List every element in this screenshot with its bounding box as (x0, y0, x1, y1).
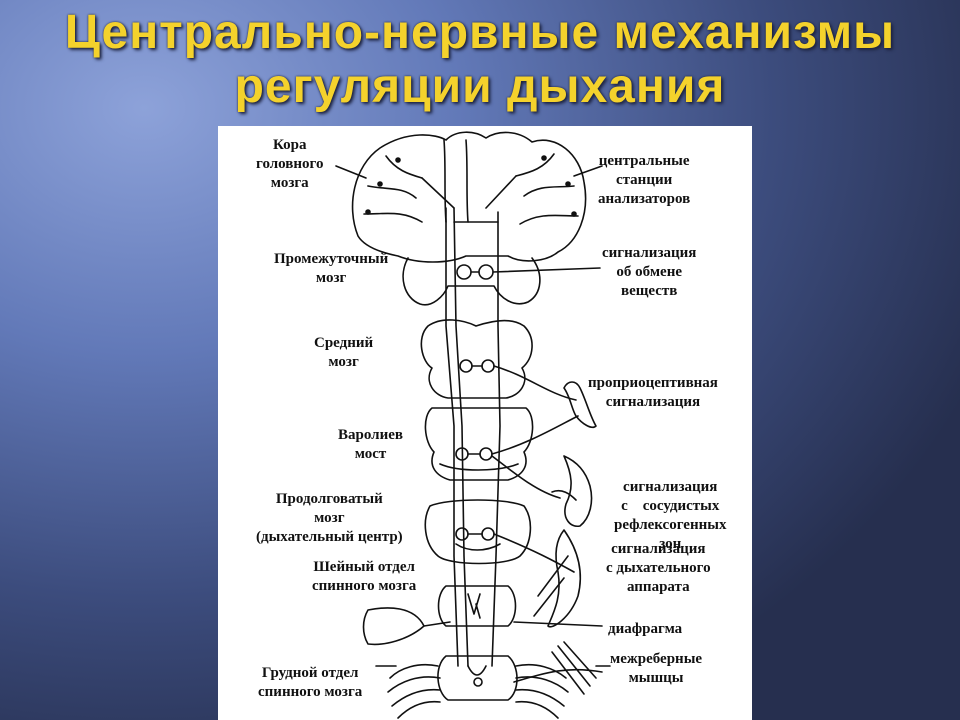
ascending-pathway (491, 211, 501, 667)
pons-shape (424, 407, 534, 481)
respiratory-signal-path (493, 533, 575, 573)
midbrain-nucleus-left (459, 359, 473, 373)
slide-title-line-2: регуляции дыхания (234, 60, 726, 113)
leader-analyzers (573, 165, 603, 177)
ribs-right (515, 663, 569, 719)
diencephalon-nucleus-left (456, 264, 472, 280)
diencephalon-nucleus-right (478, 264, 494, 280)
respiratory-center-nucleus-right (481, 527, 495, 541)
slide-title: Центрально-нервные механизмы регуляции д… (0, 6, 960, 114)
proprioceptive-signal-path (493, 365, 577, 401)
descending-pathway-right (453, 207, 469, 667)
intercostal-muscles (551, 641, 597, 695)
medulla-shape (424, 499, 532, 565)
midbrain-nucleus-right (481, 359, 495, 373)
diencephalon-shape (402, 257, 541, 306)
respiratory-center-nucleus-left (455, 527, 469, 541)
slide-title-line-1: Центрально-нервные механизмы (64, 6, 896, 59)
descending-pathway-left (445, 207, 459, 667)
cervical-cord-shape (437, 585, 517, 627)
thoracic-cord-shape (437, 655, 518, 701)
pons-nucleus-right (479, 447, 493, 461)
respiratory-apparatus-shape (547, 529, 582, 628)
vascular-zone-shape (563, 455, 593, 528)
midbrain-shape (420, 319, 533, 399)
nervous-system-diagram (335, 131, 611, 719)
ribs-left (387, 663, 441, 719)
pons-signal-path (491, 415, 579, 455)
metabolism-signal-path (492, 267, 601, 273)
muscle-spindle-shape (563, 381, 597, 429)
diaphragm-shape (362, 607, 425, 646)
leader-cortex (335, 165, 367, 179)
cerebral-cortex-shape (351, 131, 587, 263)
label-diaphragm: диафрагма (608, 621, 683, 637)
